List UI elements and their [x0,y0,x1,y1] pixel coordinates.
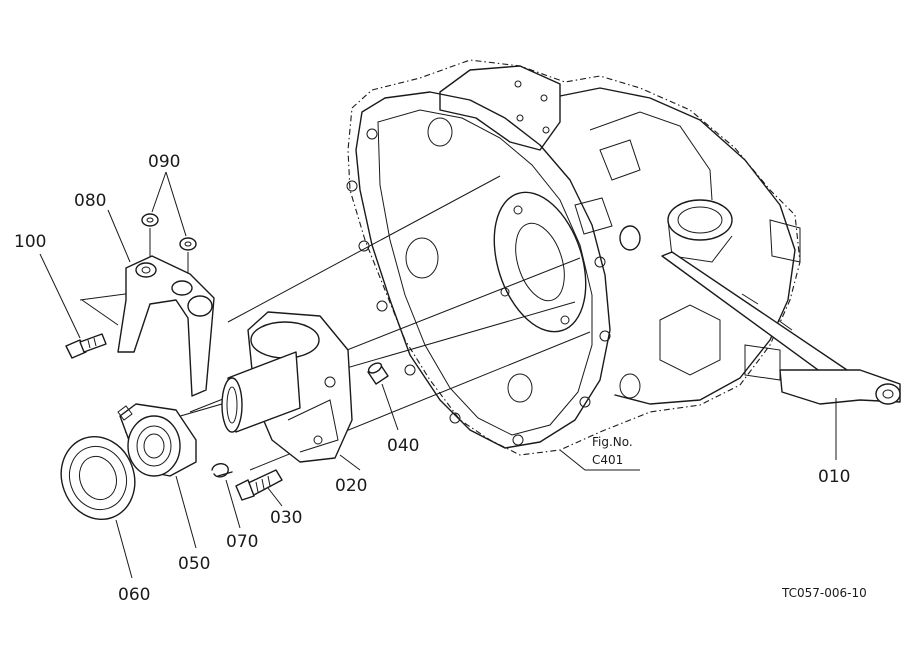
part-070-spring-clip [211,463,241,529]
callout-060: 060 [118,585,150,605]
part-100-bolt [39,253,107,359]
clutch-housing [346,59,801,471]
drawing-code: TC057-006-10 [781,586,867,600]
callout-080: 080 [74,191,106,211]
callout-070: 070 [226,532,258,552]
figure-reference-number: C401 [592,453,623,467]
part-090-washers [141,171,197,251]
callout-100: 100 [14,232,46,252]
figure-reference: Fig.No. C401 [592,435,633,467]
part-020-release-hub [221,311,361,471]
callout-090: 090 [148,152,180,172]
callout-020: 020 [335,476,367,496]
part-050-release-bearing [117,403,197,549]
callout-040: 040 [387,436,419,456]
part-080-release-fork [107,209,215,397]
callout-010: 010 [818,467,850,487]
callout-030: 030 [270,508,302,528]
part-060-seal-ring [60,435,136,579]
part-010-release-shaft [661,251,901,460]
figure-reference-label: Fig.No. [592,435,633,449]
part-040-pin [367,362,399,431]
part-030-bolt [235,469,283,507]
part-callouts: 010 020 030 040 050 060 070 080 090 100 [14,152,850,605]
callout-050: 050 [178,554,210,574]
